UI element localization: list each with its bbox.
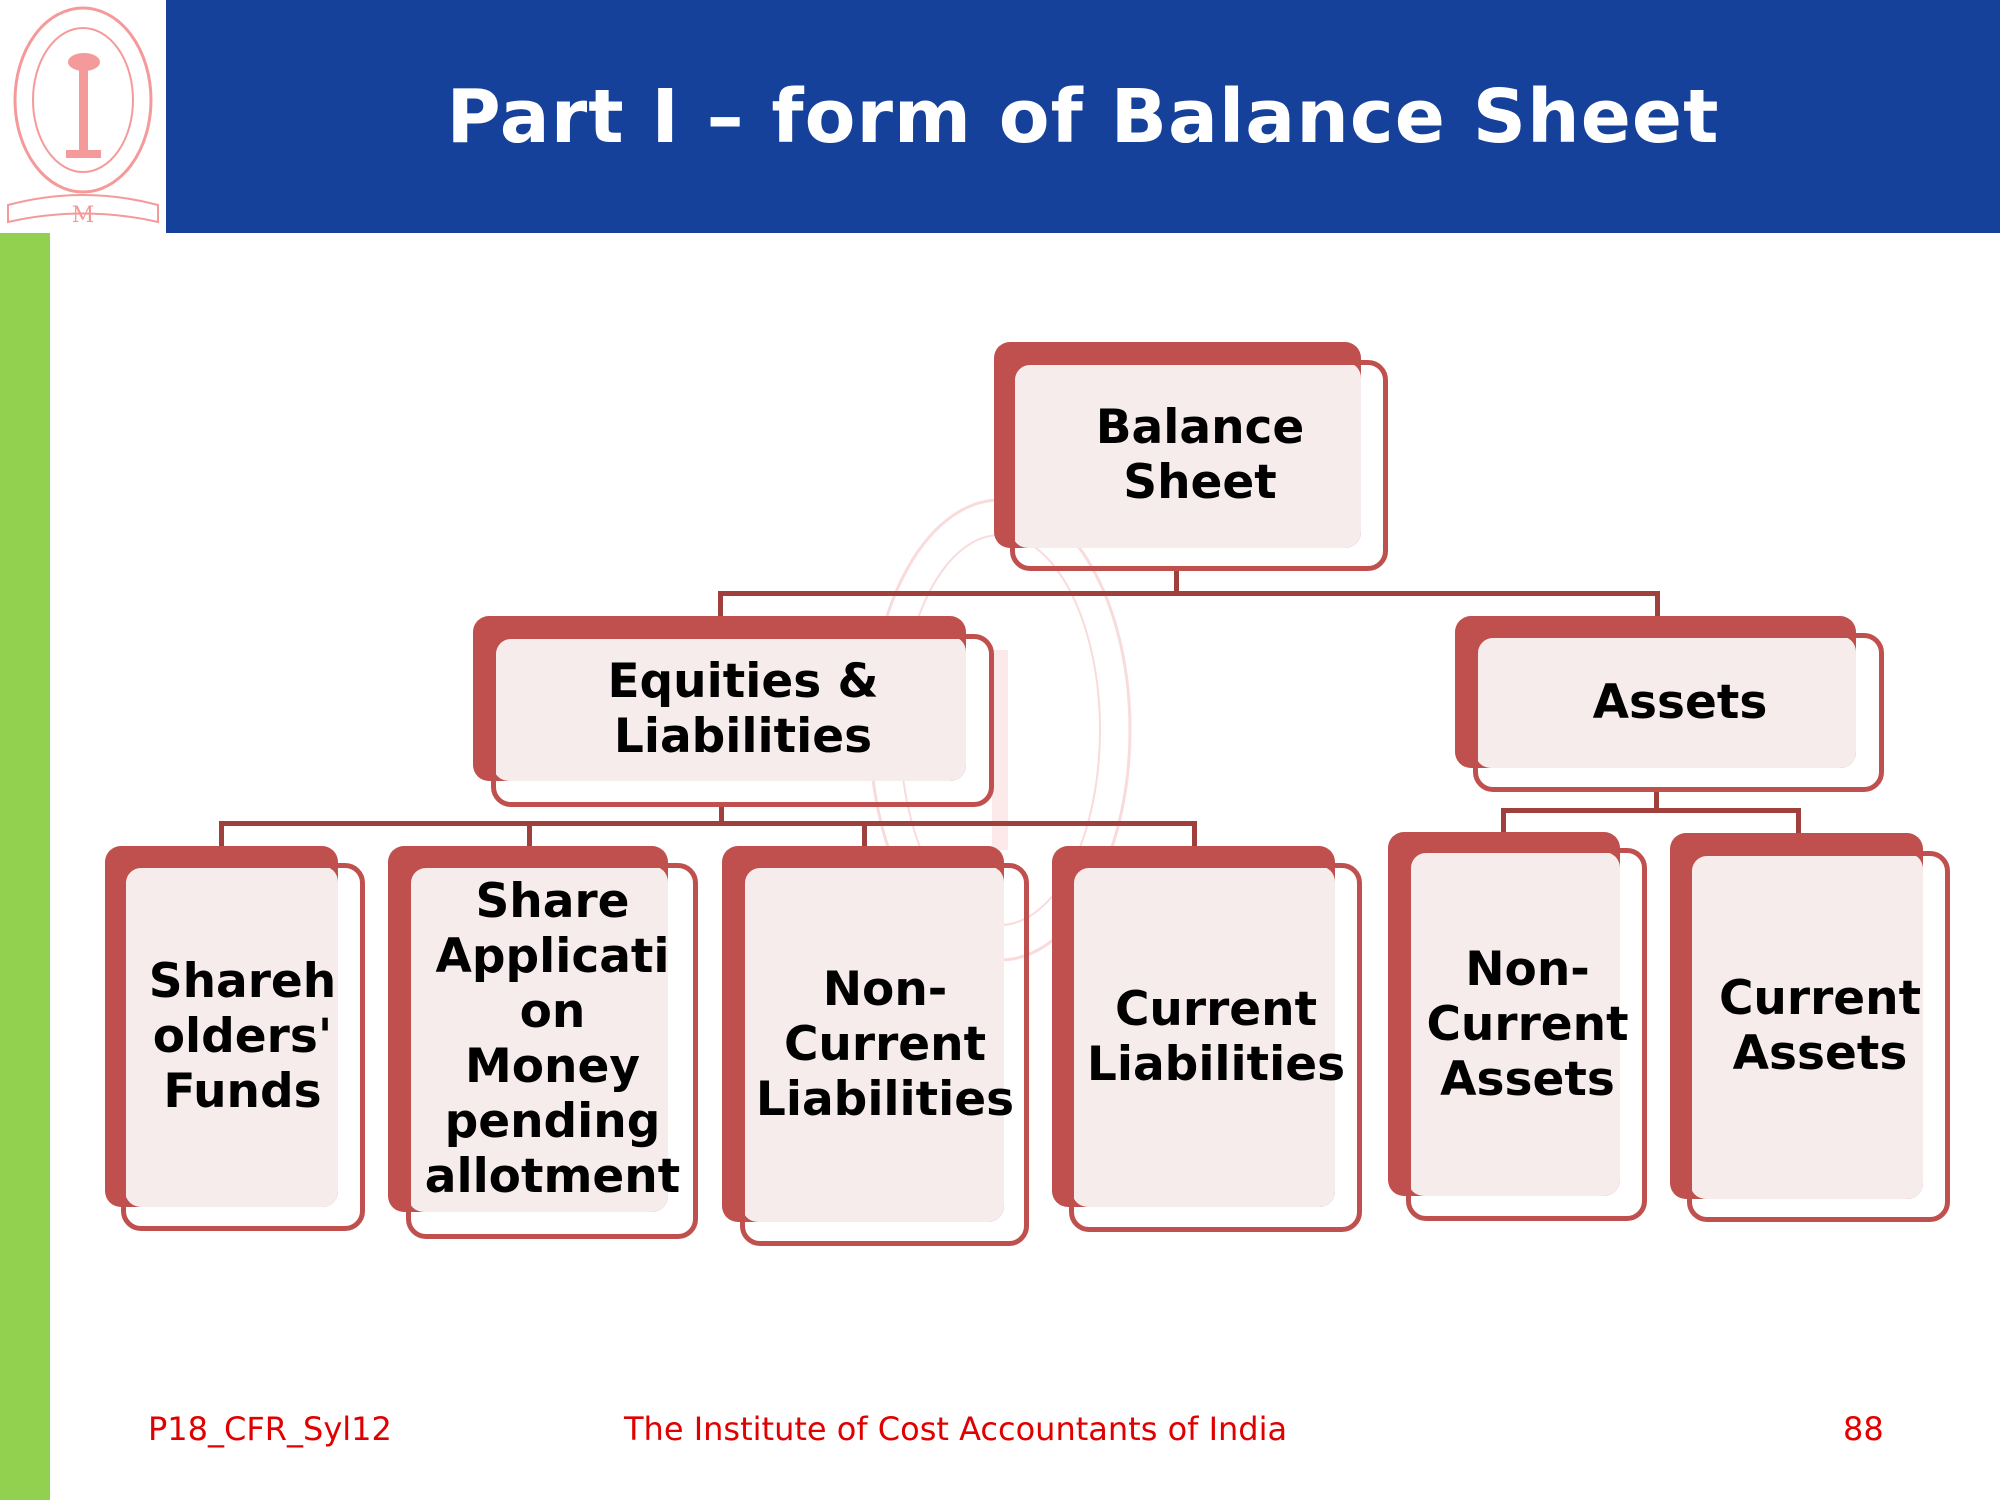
node-label: Share Applicati on Money pending allotme… — [424, 874, 681, 1204]
node-outline — [1406, 848, 1647, 1221]
institute-logo: M — [0, 0, 166, 233]
node-outline — [121, 863, 365, 1231]
node-label: Equities & Liabilities — [607, 653, 879, 764]
page-number: 88 — [1843, 1410, 1884, 1448]
connector-line — [718, 591, 723, 618]
footer-institute: The Institute of Cost Accountants of Ind… — [624, 1410, 1288, 1448]
connector-line — [219, 821, 224, 848]
node-fill — [1072, 866, 1335, 1207]
svg-text:M: M — [72, 203, 95, 228]
node-fill — [742, 866, 1004, 1222]
node-label: Current Liabilities — [1086, 981, 1346, 1092]
sidebar-accent-bar — [0, 233, 50, 1500]
node-outline — [406, 863, 698, 1239]
node-fill — [408, 866, 668, 1212]
connector-line — [1501, 808, 1801, 813]
node-fill — [125, 866, 338, 1207]
node-fill — [1475, 636, 1856, 768]
footer-code: P18_CFR_Syl12 — [148, 1410, 392, 1448]
node-outline — [1010, 360, 1388, 571]
node-label: Shareh olders' Funds — [148, 954, 337, 1119]
connector-line — [862, 821, 867, 848]
node-outline — [1069, 863, 1362, 1232]
node-label: Non- Current Liabilities — [755, 961, 1015, 1127]
connector-line — [718, 591, 1660, 596]
node-label: Current Assets — [1718, 971, 1922, 1081]
node-label: Assets — [1592, 674, 1768, 730]
connector-line — [219, 821, 1197, 826]
node-fill — [1012, 362, 1361, 548]
connector-line — [1501, 808, 1506, 834]
connector-line — [1655, 591, 1660, 618]
connector-line — [719, 807, 724, 824]
connector-line — [1654, 792, 1659, 810]
node-label: Non- Current Assets — [1426, 941, 1629, 1107]
node-fill — [1690, 853, 1923, 1199]
node-fill — [493, 636, 966, 781]
connector-line — [1796, 808, 1801, 834]
node-outline — [1687, 851, 1950, 1222]
connector-line — [1192, 821, 1197, 848]
page-title: Part I – form of Balance Sheet — [446, 73, 1720, 160]
node-outline — [740, 863, 1029, 1246]
connector-line — [527, 821, 532, 848]
node-outline — [1473, 633, 1884, 792]
header-bar — [166, 0, 2000, 233]
connector-line — [1174, 571, 1179, 595]
node-fill — [1408, 852, 1620, 1196]
node-label: Balance Sheet — [1095, 400, 1305, 510]
node-outline — [491, 634, 994, 807]
